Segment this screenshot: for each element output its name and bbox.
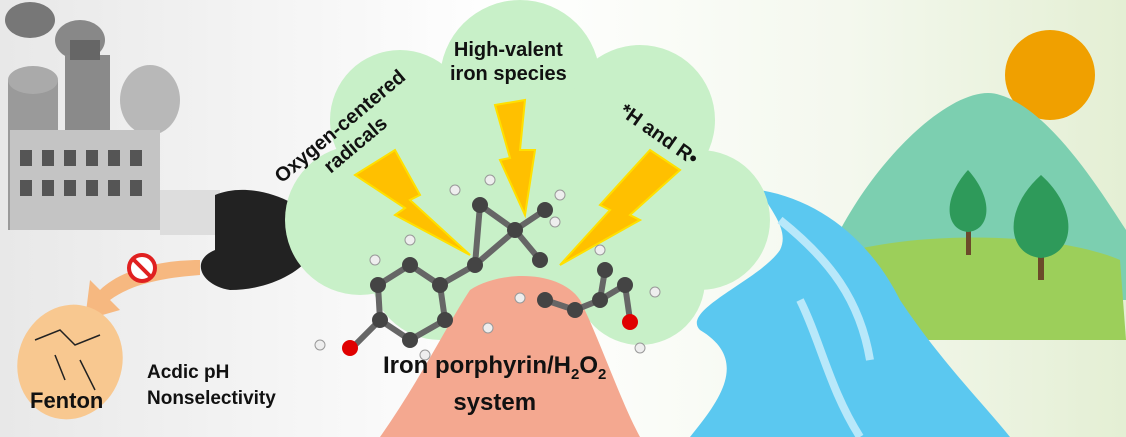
- sun-icon: [1005, 30, 1095, 120]
- label-high-valent-iron: High-valent iron species: [450, 38, 567, 86]
- factory-icon: [5, 2, 220, 235]
- label-fenton: Fenton: [30, 388, 104, 413]
- label-line: Iron porphyrin/H2O2: [383, 352, 606, 389]
- label-line: High-valent: [453, 39, 563, 61]
- text: O: [579, 352, 599, 379]
- river: [690, 190, 1010, 437]
- label-acidic-ph: Acdic pH: [147, 362, 230, 383]
- subscript: 2: [571, 365, 580, 383]
- molecule-model: [314, 174, 661, 361]
- arrow-to-fenton: [85, 260, 200, 320]
- prohibited-icon: [127, 253, 157, 283]
- fenton-egg: [17, 304, 123, 420]
- text: Iron porphyrin/H: [383, 352, 571, 379]
- cloud: [285, 0, 770, 345]
- lightning-bolt-icon: [353, 98, 682, 266]
- label-system: Iron porphyrin/H2O2 system: [383, 352, 606, 417]
- label-line: iron species: [450, 63, 567, 85]
- tree-icon: [949, 170, 1069, 280]
- label-line: system: [453, 388, 537, 416]
- label-nonselectivity: Nonselectivity: [147, 388, 276, 409]
- subscript: 2: [598, 365, 607, 383]
